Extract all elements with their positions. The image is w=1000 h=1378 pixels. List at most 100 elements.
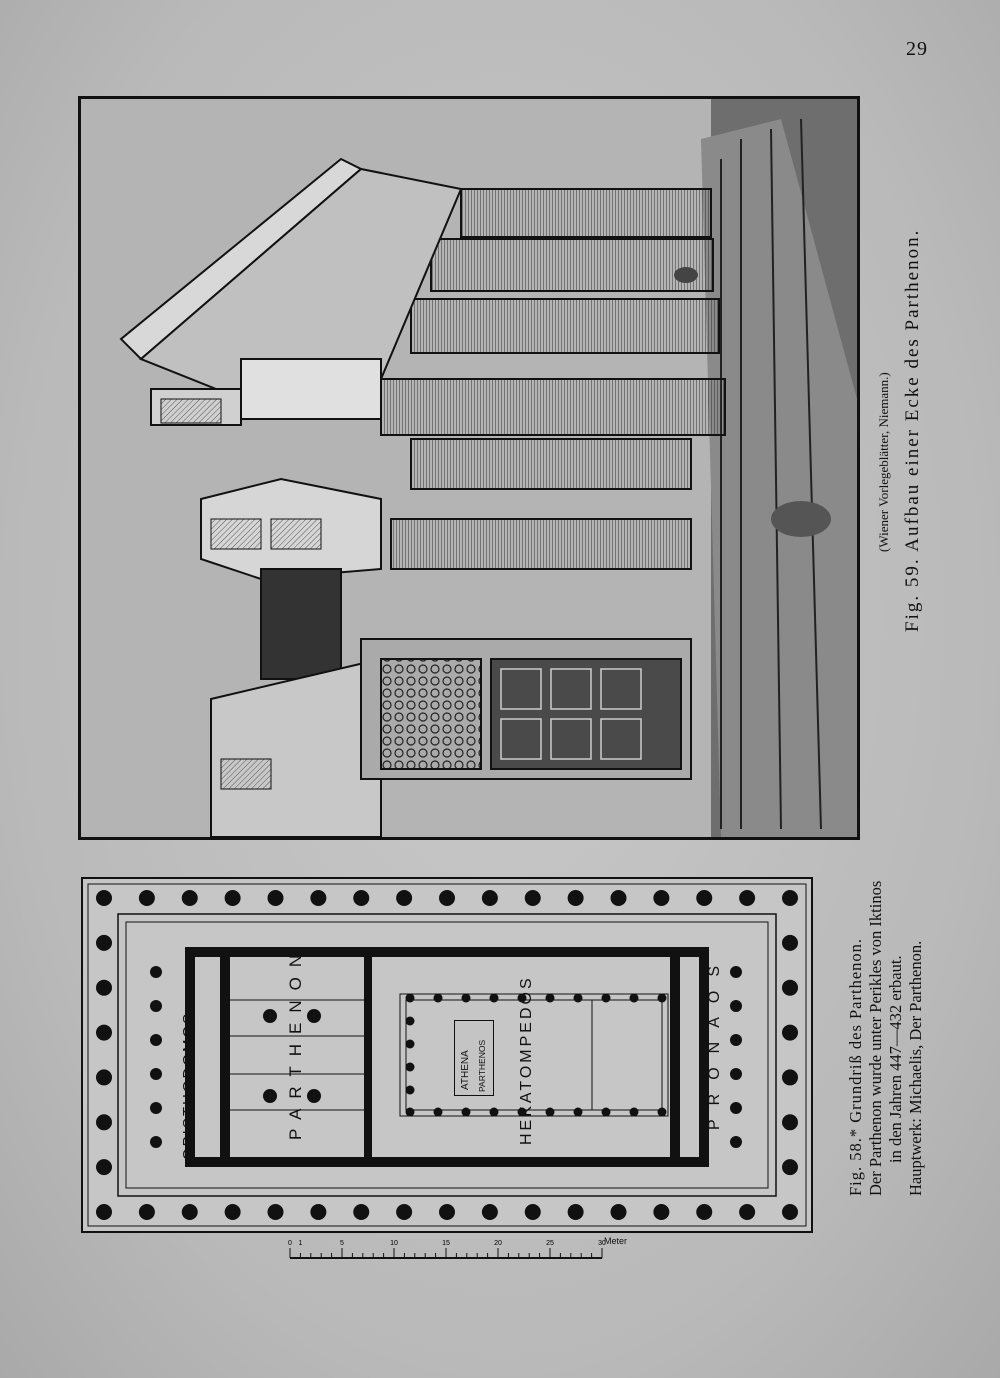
scale-tick-label: 20	[494, 1240, 502, 1247]
figure-58-caption-line2: Der Parthenon wurde unter Perikles von I…	[866, 880, 885, 1196]
figure-59-caption: Fig. 59. Aufbau einer Ecke des Parthenon…	[902, 228, 923, 632]
column-dot	[310, 890, 327, 906]
column-dot	[267, 1204, 284, 1220]
column-dot	[782, 1204, 798, 1220]
column-dot	[396, 1204, 413, 1220]
column-dot	[629, 993, 639, 1003]
column-dot	[730, 1068, 742, 1080]
column-dot	[96, 1204, 112, 1220]
label-parthenos: PARTHENOS	[477, 1039, 487, 1092]
column-dot	[730, 1102, 742, 1114]
column-dot	[405, 1062, 415, 1072]
parthenon-ground-plan	[80, 876, 816, 1236]
column-dot	[150, 1102, 162, 1114]
column-dot	[181, 890, 198, 906]
label-parthenon: PARTHENON	[286, 944, 305, 1140]
page-number: 29	[906, 38, 928, 60]
column-dot	[782, 934, 798, 951]
column-dot	[96, 1024, 112, 1041]
column-dot	[263, 1009, 277, 1023]
column-dot	[405, 993, 415, 1003]
column-dot	[782, 1114, 798, 1131]
figure-58-caption-line4: Hauptwerk: Michaelis, Der Parthenon.	[906, 940, 925, 1196]
column-dot	[653, 1204, 670, 1220]
column-dot	[524, 1204, 541, 1220]
column-dot	[524, 890, 541, 906]
column-dot	[310, 1204, 327, 1220]
column-dot	[433, 993, 443, 1003]
parthenon-corner-engraving	[78, 96, 860, 840]
athena-parthenos-base	[454, 1020, 494, 1096]
scale-tick-label: 1	[298, 1240, 302, 1247]
scale-tick-label: 10	[390, 1240, 398, 1247]
column-dot	[545, 1107, 555, 1117]
column-dot	[489, 993, 499, 1003]
label-pronaos: PRONAOS	[706, 951, 723, 1130]
column-dot	[150, 1000, 162, 1012]
column-dot	[96, 934, 112, 951]
column-dot	[730, 1034, 742, 1046]
label-opisthodomos: OPISTHODOMOS	[180, 1011, 197, 1160]
column-dot	[461, 1107, 471, 1117]
column-dot	[601, 1107, 611, 1117]
column-dot	[439, 890, 455, 906]
column-dot	[96, 1069, 112, 1086]
figure-58-caption-line3: in den Jahren 447—432 erbaut.	[886, 955, 905, 1163]
column-dot	[181, 1204, 198, 1220]
column-dot	[696, 890, 713, 906]
scale-tick-label: 25	[546, 1240, 554, 1247]
column-dot	[782, 890, 798, 906]
column-dot	[657, 1107, 667, 1117]
column-dot	[405, 1039, 415, 1049]
column-dot	[461, 993, 471, 1003]
scale-tick-label: 30	[598, 1240, 606, 1247]
column-dot	[730, 1136, 742, 1148]
column-dot	[782, 1159, 798, 1176]
column-dot	[573, 1107, 583, 1117]
column-dot	[517, 1107, 527, 1117]
column-dot	[439, 1204, 455, 1220]
column-dot	[96, 979, 112, 996]
column-dot	[739, 890, 756, 906]
column-dot	[567, 1204, 584, 1220]
column-dot	[730, 1000, 742, 1012]
column-dot	[150, 1068, 162, 1080]
column-dot	[396, 890, 413, 906]
column-dot	[610, 1204, 627, 1220]
column-dot	[489, 1107, 499, 1117]
column-dot	[224, 1204, 241, 1220]
column-dot	[138, 890, 155, 906]
column-dot	[782, 1069, 798, 1086]
column-dot	[150, 1034, 162, 1046]
column-dot	[573, 993, 583, 1003]
column-dot	[481, 890, 498, 906]
column-dot	[263, 1089, 277, 1103]
figure-59-source: (Wiener Vorlegeblätter, Niemann.)	[876, 372, 891, 552]
column-dot	[782, 979, 798, 996]
scale-tick-label: 5	[340, 1240, 344, 1247]
column-dot	[405, 1016, 415, 1026]
column-dot	[307, 1089, 321, 1103]
column-dot	[601, 993, 611, 1003]
column-dot	[96, 1159, 112, 1176]
column-dot	[657, 993, 667, 1003]
scale-tick-label: 0	[288, 1240, 292, 1247]
column-dot	[353, 1204, 370, 1220]
column-dot	[481, 1204, 498, 1220]
column-dot	[545, 993, 555, 1003]
column-dot	[307, 1009, 321, 1023]
column-dot	[610, 890, 627, 906]
column-dot	[138, 1204, 155, 1220]
column-dot	[433, 1107, 443, 1117]
column-dot	[405, 1107, 415, 1117]
column-dot	[224, 890, 241, 906]
column-dot	[267, 890, 284, 906]
column-dot	[353, 890, 370, 906]
figure-58-caption-line1: Fig. 58.* Grundriß des Parthenon.	[846, 937, 865, 1196]
column-dot	[150, 1136, 162, 1148]
column-dot	[653, 890, 670, 906]
column-dot	[567, 890, 584, 906]
column-dot	[782, 1024, 798, 1041]
column-dot	[696, 1204, 713, 1220]
